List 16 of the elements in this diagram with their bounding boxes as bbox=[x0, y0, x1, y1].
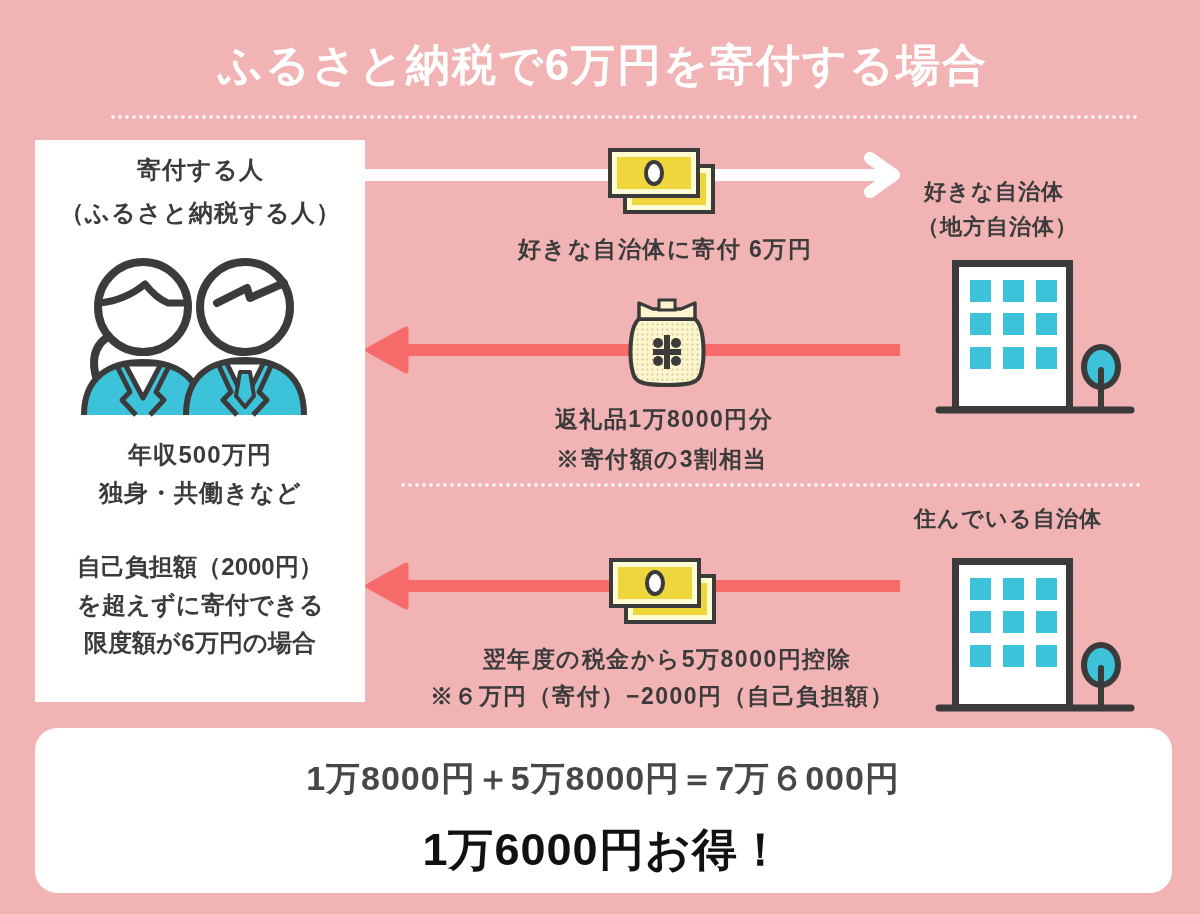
municipality-name: 住んでいる自治体 bbox=[914, 505, 1102, 533]
panel-subheading: （ふるさと納税する人） bbox=[59, 198, 341, 228]
municipality-name: 好きな自治体 bbox=[924, 178, 1064, 206]
person-panel bbox=[35, 140, 365, 702]
condition-text: 自己負担額（2000円）を超えずに寄付できる限度額が6万円の場合 bbox=[75, 552, 325, 658]
income-text: 年収500万円 bbox=[128, 440, 272, 470]
result-text: 1万6000円お得！ bbox=[422, 823, 784, 877]
household-text: 独身・共働きなど bbox=[98, 478, 302, 508]
panel-heading: 寄付する人 bbox=[136, 155, 264, 185]
arrow bbox=[365, 326, 900, 374]
arrow bbox=[365, 562, 900, 610]
municipality-note: （地方自治体） bbox=[917, 213, 1078, 241]
calculation-text: 1万8000円＋5万8000円＝7万６000円 bbox=[306, 758, 900, 799]
result-panel bbox=[35, 728, 1172, 893]
arrow bbox=[365, 152, 900, 198]
title: ふるさと納税で6万円を寄付する場合 bbox=[217, 39, 989, 91]
